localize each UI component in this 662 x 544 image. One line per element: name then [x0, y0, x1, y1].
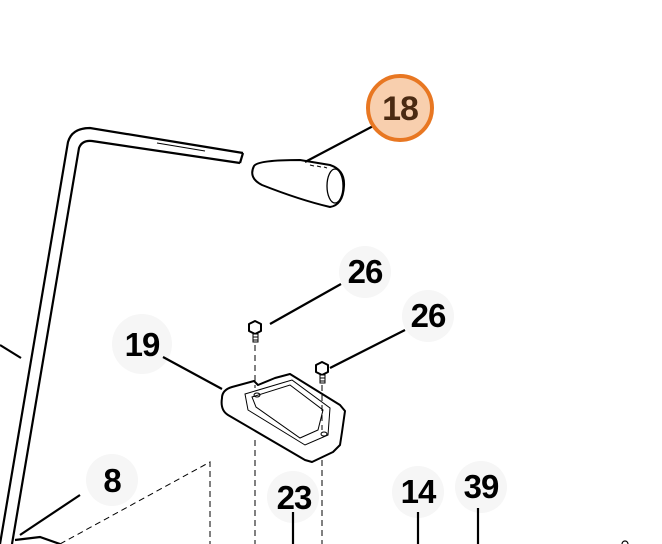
callout-18[interactable]: 18 [366, 74, 434, 142]
shift-plate [220, 373, 346, 463]
leader-lines [19, 123, 480, 544]
callout-14[interactable]: 14 [401, 473, 438, 510]
bolt [248, 320, 262, 343]
callout-label: 18 [382, 90, 418, 128]
shift-rod [0, 126, 245, 544]
callout-halo [86, 454, 138, 506]
bolt [315, 361, 329, 384]
alignment-lines [59, 345, 323, 544]
frame-edge [14, 535, 61, 544]
part-edge [621, 540, 629, 544]
shift-knob [251, 159, 346, 208]
callout-halo [267, 471, 319, 523]
callout-halo [455, 461, 507, 513]
callout-halo [402, 290, 454, 342]
callout-halo [339, 246, 391, 298]
callout-26[interactable]: 26 [411, 297, 447, 334]
callout-39[interactable]: 39 [464, 468, 500, 505]
callout-19[interactable]: 19 [125, 326, 161, 363]
callout-halo [392, 466, 444, 518]
callout-23[interactable]: 23 [277, 479, 313, 516]
callout-26[interactable]: 26 [348, 253, 384, 290]
callout-8[interactable]: 8 [103, 462, 122, 499]
callout-halo [112, 314, 172, 374]
callout-highlight-circle [366, 74, 434, 142]
